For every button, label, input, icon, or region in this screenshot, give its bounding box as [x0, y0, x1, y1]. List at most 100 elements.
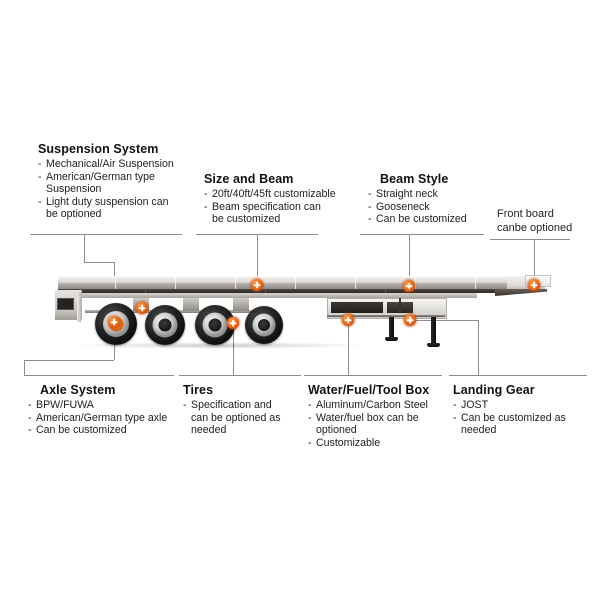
callout-item: be optioned	[46, 208, 102, 221]
plus-icon	[347, 316, 349, 324]
landing-gear-leg-rear	[431, 317, 436, 345]
marker-suspension[interactable]	[105, 313, 123, 331]
callout-front-board-line-2: canbe optioned	[497, 222, 573, 234]
deck-seam	[115, 276, 116, 289]
deck-seam	[145, 289, 146, 293]
leader-front-board-underline	[490, 239, 570, 240]
callout-item: Water/fuel box can be	[308, 412, 429, 425]
callout-item: needed	[461, 424, 497, 437]
callout-list-suspension-system: Mechanical/Air Suspension American/Germa…	[38, 158, 174, 221]
leader-landing-gear-jog	[410, 320, 478, 321]
callout-axle-system[interactable]: Axle System BPW/FUWA American/German typ…	[28, 383, 167, 437]
callout-list-beam-style: Straight neck Gooseneck Can be customize…	[368, 188, 467, 226]
marker-size-beam[interactable]	[248, 276, 266, 294]
callout-water-fuel-tool-box[interactable]: Water/Fuel/Tool Box Aluminum/Carbon Stee…	[308, 383, 429, 449]
leader-landing-gear-bar	[449, 375, 587, 376]
callout-title-suspension-system: Suspension System	[38, 142, 159, 156]
callout-title-beam-style: Beam Style	[380, 172, 449, 186]
callout-item: Specification and	[183, 399, 281, 412]
trailer-rear-post	[77, 292, 81, 322]
wheel-hub	[208, 318, 222, 332]
callout-item: JOST	[453, 399, 566, 412]
callout-item: can be optioned as	[191, 411, 281, 424]
trailer-deck-edge	[58, 283, 528, 289]
callout-title-water-fuel-tool-box: Water/Fuel/Tool Box	[308, 383, 430, 397]
deck-seam	[475, 276, 476, 289]
plus-icon	[141, 304, 143, 312]
leader-tires-riser	[233, 325, 234, 375]
trailer-shadow	[75, 342, 365, 349]
trailer-nose-taper	[495, 289, 547, 296]
callout-list-water-fuel-tool-box: Aluminum/Carbon Steel Water/fuel box can…	[308, 399, 429, 449]
plus-icon	[409, 316, 411, 324]
leader-tool-box-riser	[348, 322, 349, 375]
marker-tool-box[interactable]	[339, 311, 357, 329]
callout-suspension-system[interactable]: Suspension System Mechanical/Air Suspens…	[38, 142, 174, 221]
leader-beam-style-underline	[360, 234, 484, 235]
callout-item: Suspension	[46, 183, 102, 196]
callout-item: 20ft/40ft/45ft customizable	[204, 188, 336, 201]
leader-size-beam-drop	[257, 234, 258, 284]
callout-list-size-and-beam: 20ft/40ft/45ft customizable Beam specifi…	[204, 188, 336, 226]
marker-beam-style[interactable]	[400, 277, 418, 295]
callout-item: American/German type	[38, 171, 174, 184]
suspension-hanger	[233, 298, 249, 311]
callout-title-axle-system: Axle System	[40, 383, 116, 397]
callout-item: Can be customized	[28, 424, 167, 437]
deck-seam	[295, 276, 296, 289]
deck-seam	[385, 289, 386, 293]
callout-item: Straight neck	[368, 188, 467, 201]
marker-axle[interactable]	[133, 299, 151, 317]
leader-suspension-jog	[84, 262, 114, 263]
callout-list-axle-system: BPW/FUWA American/German type axle Can b…	[28, 399, 167, 437]
landing-gear-foot-front	[385, 337, 398, 341]
callout-list-tires: Specification and can be optioned as nee…	[183, 399, 281, 437]
leader-front-board-drop	[534, 239, 535, 284]
callout-title-size-and-beam: Size and Beam	[204, 172, 294, 186]
leader-axle-bar	[24, 375, 174, 376]
callout-list-landing-gear: JOST Can be customized as needed	[453, 399, 566, 437]
callout-item: be customized	[212, 213, 281, 226]
plus-icon	[533, 281, 535, 289]
callout-item: Beam specification can	[204, 201, 336, 214]
plus-icon	[113, 318, 115, 326]
tool-box-door	[331, 302, 383, 313]
callout-tires[interactable]: Tires Specification and can be optioned …	[183, 383, 281, 437]
callout-item: Gooseneck	[368, 201, 467, 214]
callout-beam-style[interactable]: Beam Style Straight neck Gooseneck Can b…	[368, 172, 467, 226]
landing-gear-crank	[399, 298, 401, 312]
trailer-main-beam	[59, 293, 477, 298]
wheel-axle-4	[245, 306, 283, 344]
callout-item: Mechanical/Air Suspension	[38, 158, 174, 171]
leader-suspension-underline	[30, 234, 182, 235]
deck-seam	[175, 276, 176, 289]
marker-front-board[interactable]	[525, 276, 543, 294]
callout-landing-gear[interactable]: Landing Gear JOST Can be customized as n…	[453, 383, 566, 437]
suspension-hanger	[183, 298, 199, 311]
leader-beam-style-drop	[409, 234, 410, 285]
wheel-hub	[258, 319, 270, 331]
deck-seam	[265, 289, 266, 293]
callout-item: Can be customized as	[453, 412, 566, 425]
wheel-hub	[158, 318, 172, 332]
callout-item: Aluminum/Carbon Steel	[308, 399, 429, 412]
marker-landing-gear[interactable]	[401, 311, 419, 329]
callout-item: Can be customized	[368, 213, 467, 226]
callout-size-and-beam[interactable]: Size and Beam 20ft/40ft/45ft customizabl…	[204, 172, 336, 226]
landing-gear-foot-rear	[427, 343, 440, 347]
callout-item: optioned	[316, 424, 357, 437]
deck-seam	[355, 276, 356, 289]
plus-icon	[232, 319, 234, 327]
marker-tires[interactable]	[224, 314, 242, 332]
leader-suspension-drop	[84, 234, 85, 262]
callout-title-tires: Tires	[183, 383, 214, 397]
wheel-axle-2	[145, 305, 185, 345]
leader-landing-gear-riser	[478, 320, 479, 375]
landing-gear-leg-front	[389, 317, 394, 339]
tool-box-rail	[327, 315, 445, 317]
callout-front-board-line-1: Front board	[497, 208, 554, 220]
trailer-illustration	[55, 268, 551, 360]
callout-front-board[interactable]: Front board canbe optioned	[497, 207, 572, 235]
leader-tires-bar	[179, 375, 301, 376]
